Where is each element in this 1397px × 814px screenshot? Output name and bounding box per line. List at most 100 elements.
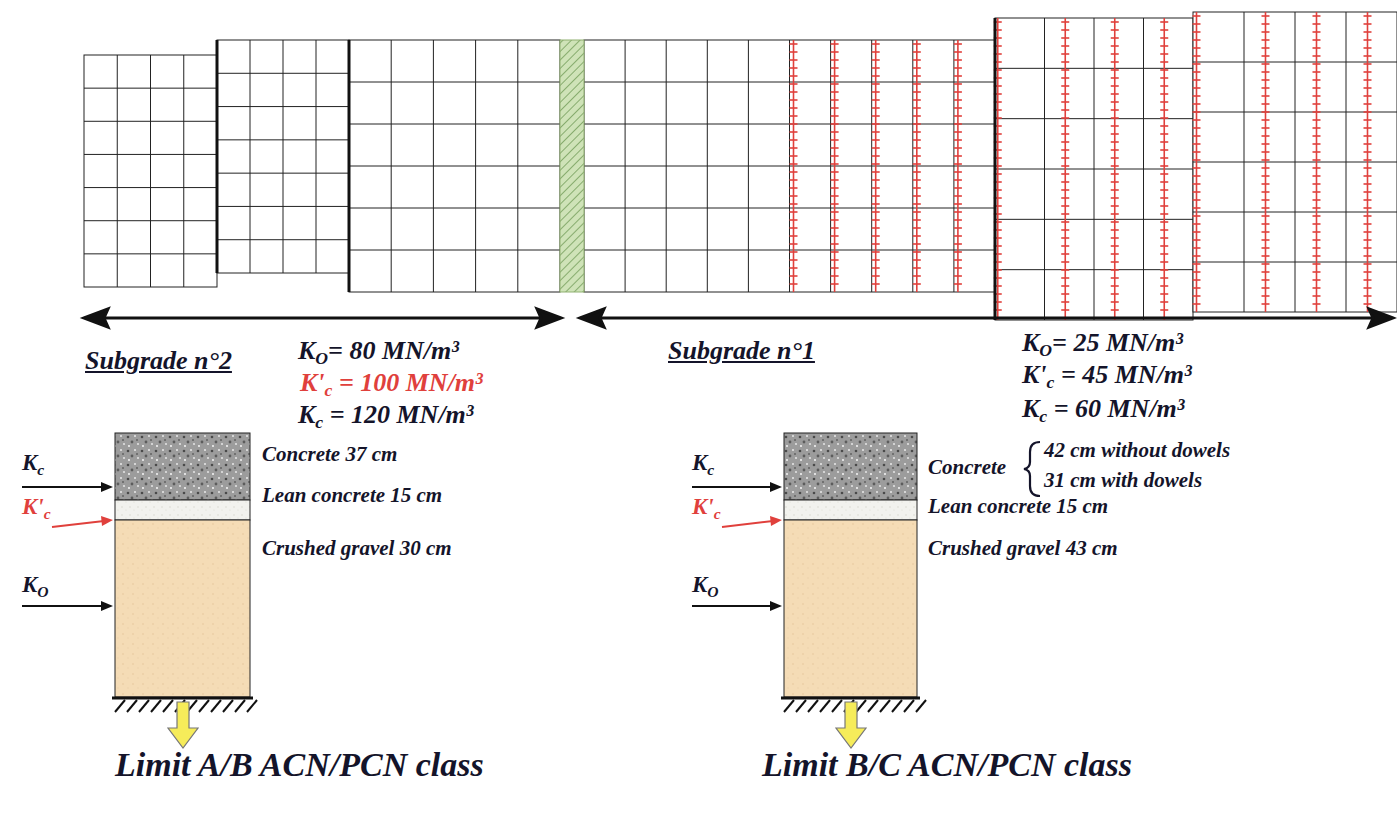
layer-label-group: 31 cm with dowels	[1044, 468, 1202, 492]
dowel-bar	[790, 227, 798, 229]
dowel-bar	[1364, 263, 1372, 265]
dowel-bar	[1262, 167, 1270, 169]
dowel-bar	[872, 259, 880, 261]
dowel-bar	[1364, 31, 1372, 33]
dowel-bar	[913, 91, 921, 93]
dowel-bar	[1061, 165, 1069, 167]
layer-label: Lean concrete 15 cm	[928, 494, 1108, 518]
dowel-bar	[1262, 55, 1270, 57]
subgrade-title-group: Subgrade n°1	[668, 336, 815, 366]
dowel-bar	[954, 235, 962, 237]
dowel-bar	[831, 147, 839, 149]
subscript: c	[44, 505, 51, 522]
dowel-bar	[954, 75, 962, 77]
subscript: O	[1039, 340, 1052, 360]
dowel-bar	[913, 283, 921, 285]
dowel-bar	[1193, 119, 1201, 121]
dowel-bar	[1364, 191, 1372, 193]
subscript: c	[37, 461, 44, 478]
modulus-value-group: Kc = 60 MN/m³	[1022, 394, 1185, 427]
dowel-bar	[1061, 93, 1069, 95]
modulus-value: K	[1022, 394, 1039, 423]
dowel-bar	[1364, 15, 1372, 17]
dowel-bar	[790, 187, 798, 189]
dowel-bar	[1313, 287, 1321, 289]
dowel-bar	[790, 139, 798, 141]
dowel-bar	[1061, 149, 1069, 151]
dowel-bar	[1111, 149, 1119, 151]
dowel-bar	[1313, 167, 1321, 169]
dowel-bar	[1061, 101, 1069, 103]
dowel-bar	[1111, 253, 1119, 255]
dowel-bar	[790, 131, 798, 133]
dowel-bar	[790, 243, 798, 245]
modulus-value: K	[1022, 328, 1039, 357]
dowel-bar	[1061, 173, 1069, 175]
dowel-bar	[1061, 205, 1069, 207]
dowel-bar	[831, 251, 839, 253]
dowel-bar	[1061, 85, 1069, 87]
slab-joint	[217, 206, 349, 207]
dowel-joint	[1064, 18, 1066, 320]
dowel-bar	[913, 179, 921, 181]
dowel-bar	[1061, 77, 1069, 79]
dowel-bar	[1160, 125, 1168, 127]
dowel-bar	[1262, 63, 1270, 65]
dowel-bar	[913, 51, 921, 53]
dowel-bar	[790, 251, 798, 253]
dowel-bar	[790, 51, 798, 53]
dowel-bar	[1193, 287, 1201, 289]
dowel-bar	[1160, 285, 1168, 287]
dowel-bar	[872, 275, 880, 277]
slab-joint	[584, 166, 995, 167]
dowel-bar	[831, 275, 839, 277]
dowel-bar	[1313, 247, 1321, 249]
dowel-bar	[954, 283, 962, 285]
dowel-bar	[1262, 23, 1270, 25]
dowel-bar	[831, 171, 839, 173]
dowel-bar	[1313, 87, 1321, 89]
dowel-bar	[872, 251, 880, 253]
ground-hatch	[832, 700, 842, 712]
slab-joint	[1193, 162, 1397, 163]
dowel-bar	[913, 243, 921, 245]
dowel-bar	[1193, 231, 1201, 233]
slab-joint	[1193, 62, 1397, 63]
dowel-bar	[831, 243, 839, 245]
dowel-bar	[831, 203, 839, 205]
dowel-bar	[1364, 103, 1372, 105]
dowel-bar	[1364, 207, 1372, 209]
dowel-bar	[1262, 287, 1270, 289]
dowel-bar	[1262, 71, 1270, 73]
dowel-bar	[1364, 247, 1372, 249]
modulus-symbol: K	[692, 450, 707, 475]
dowel-joint	[957, 40, 959, 292]
dowel-bar	[913, 131, 921, 133]
dowel-bar	[1111, 173, 1119, 175]
dowel-joint	[1265, 12, 1267, 312]
dowel-bar	[913, 267, 921, 269]
dowel-bar	[954, 131, 962, 133]
modulus-value-group: K'c = 45 MN/m³	[1022, 360, 1192, 393]
layer-label: Concrete 37 cm	[262, 442, 397, 466]
dowel-bar	[1160, 309, 1168, 311]
slab-section	[584, 40, 995, 292]
ground-hatch	[235, 700, 245, 712]
dowel-bar	[1160, 77, 1168, 79]
dowel-bar	[1313, 231, 1321, 233]
dowel-bar	[1364, 55, 1372, 57]
dowel-bar	[1313, 55, 1321, 57]
dowel-bar	[1193, 15, 1201, 17]
dowel-bar	[913, 43, 921, 45]
dowel-bar	[1061, 189, 1069, 191]
dowel-bar	[1193, 71, 1201, 73]
dowel-joint	[1367, 12, 1369, 312]
dowel-bar	[1160, 197, 1168, 199]
dowel-bar	[831, 267, 839, 269]
dowel-bar	[1313, 23, 1321, 25]
result-label-group: Limit A/B ACN/PCN class	[115, 745, 484, 784]
dowel-bar	[954, 43, 962, 45]
dowel-bar	[1111, 189, 1119, 191]
subscript: c	[707, 461, 714, 478]
slab-joint	[84, 253, 217, 254]
